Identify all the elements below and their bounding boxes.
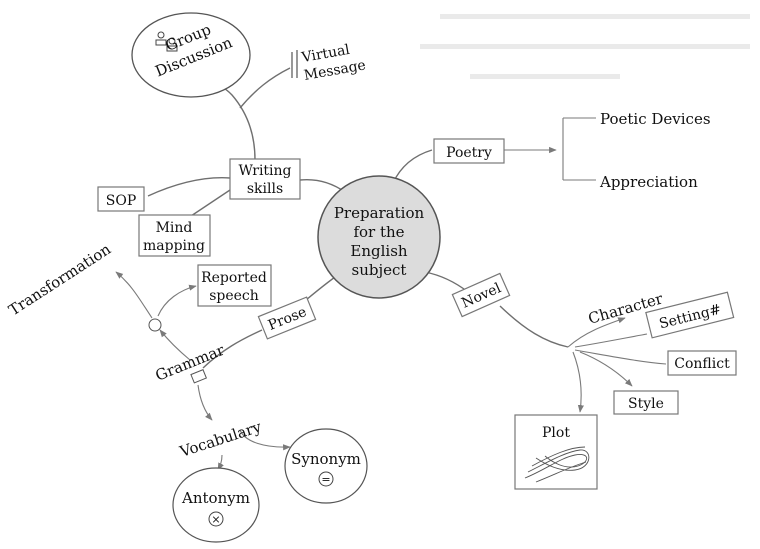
reported-speech-node: Reported speech (197, 264, 272, 307)
synonym-node: Synonym = (284, 428, 368, 504)
mind-mapping-label-2: mapping (143, 238, 205, 254)
grammar-junction (148, 318, 162, 332)
poetry-node: Poetry (433, 138, 505, 164)
reported-speech-label-1: Reported (201, 270, 267, 286)
squiggle-icon (524, 446, 590, 483)
equals-symbol: = (321, 473, 330, 486)
center-line-4: subject (352, 261, 407, 279)
group-discussion-node: Group Discussion (131, 12, 251, 98)
conflict-label: Conflict (674, 356, 730, 372)
mind-mapping-node: Mind mapping (138, 214, 211, 257)
virtual-message-node: Virtual Message (291, 42, 367, 84)
background-bleed-text (420, 14, 750, 79)
center-line-1: Preparation (334, 204, 425, 222)
mind-mapping-label-1: Mind (156, 220, 193, 236)
poetic-devices-label: Poetic Devices (600, 110, 711, 128)
writing-skills-label-1: Writing (238, 163, 291, 179)
grammar-tag (190, 369, 208, 384)
novel-node: Novel (451, 272, 511, 318)
plot-node: Plot (514, 414, 598, 490)
equals-icon: = (318, 471, 334, 487)
vocabulary-label: Vocabulary (177, 417, 264, 461)
center-line-2: for the (353, 223, 404, 241)
antonym-node: Antonym × (172, 467, 260, 543)
synonym-label: Synonym (291, 450, 361, 468)
style-label: Style (628, 396, 664, 412)
writing-skills-node: Writing skills (229, 158, 301, 200)
appreciation-label: Appreciation (599, 173, 698, 191)
transformation-label: Transformation (5, 240, 114, 320)
conflict-node: Conflict (667, 350, 737, 376)
poetry-label: Poetry (446, 145, 492, 161)
plot-label: Plot (542, 425, 570, 441)
grammar-label: Grammar (153, 340, 228, 384)
times-icon: × (208, 511, 224, 527)
times-symbol: × (211, 513, 220, 526)
style-node: Style (613, 390, 679, 415)
writing-skills-label-2: skills (247, 181, 283, 197)
people-icon (155, 31, 178, 52)
sop-node: SOP (97, 186, 145, 212)
reported-speech-label-2: speech (209, 288, 259, 304)
central-topic: Preparation for the English subject (317, 175, 441, 299)
antonym-label: Antonym (181, 489, 250, 507)
center-line-3: English (350, 242, 408, 260)
sop-label: SOP (106, 193, 137, 209)
